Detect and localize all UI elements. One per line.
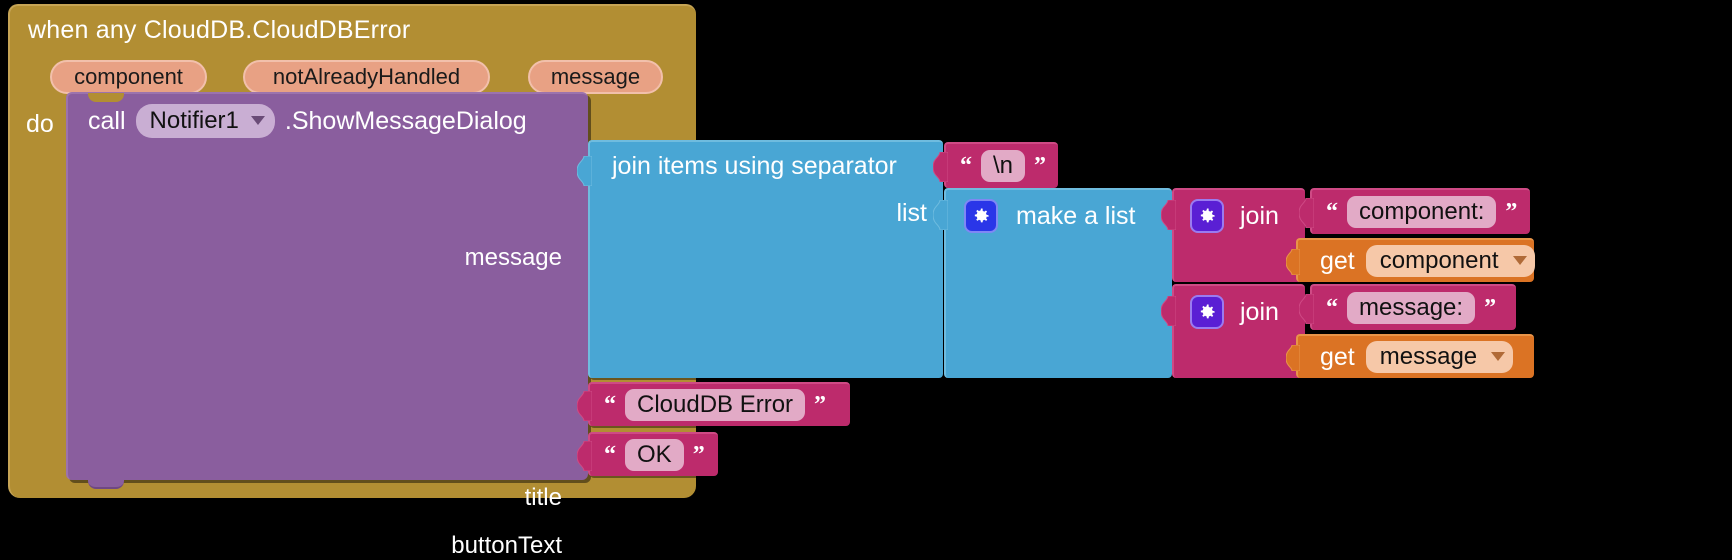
open-quote-icon: “ (1326, 295, 1338, 321)
chevron-down-icon (1512, 256, 1527, 265)
component-dropdown-value: Notifier1 (149, 106, 239, 134)
call-notifier-showmessagedialog-block[interactable]: call Notifier1 .ShowMessageDialog messag… (66, 92, 588, 559)
join-header-1: join (1190, 199, 1279, 233)
output-plug-icon (1299, 198, 1314, 228)
open-quote-icon: “ (604, 392, 616, 418)
variable-dropdown-component[interactable]: component (1365, 245, 1535, 277)
output-plug-icon (577, 441, 592, 471)
open-quote-icon: “ (1326, 199, 1338, 225)
list-socket-label: list (896, 199, 927, 227)
text-block-title[interactable]: “ CloudDB Error ” (577, 382, 850, 426)
chevron-down-icon (250, 116, 265, 125)
make-a-list-label: make a list (1016, 201, 1136, 230)
event-param-component[interactable]: component (50, 60, 207, 94)
output-plug-icon (1161, 200, 1176, 230)
event-block-title: when any CloudDB.CloudDBError (28, 16, 411, 44)
close-quote-icon: ” (814, 392, 827, 418)
text-join-block-2[interactable]: join (1161, 284, 1305, 378)
output-plug-icon (933, 152, 948, 182)
get-variable-message-block[interactable]: get message (1285, 334, 1534, 378)
close-quote-icon: ” (1034, 153, 1047, 179)
open-quote-icon: “ (960, 153, 972, 179)
event-do-label: do (26, 110, 54, 138)
join-items-using-separator-block[interactable]: join items using separator list (577, 140, 943, 378)
text-block-message-label[interactable]: “ message: ” (1299, 284, 1516, 330)
event-param-message[interactable]: message (528, 60, 663, 94)
component-text-field[interactable]: component: (1347, 195, 1497, 229)
arg-label-title: title (524, 484, 562, 511)
text-block-content: “ CloudDB Error ” (604, 384, 826, 426)
output-plug-icon (933, 200, 948, 230)
gear-icon[interactable] (964, 199, 998, 233)
get-block-content: get component (1320, 240, 1535, 282)
output-plug-icon (577, 156, 592, 186)
close-quote-icon: ” (692, 442, 705, 468)
block-bottom-notch (88, 477, 124, 489)
message-text-field[interactable]: message: (1347, 291, 1476, 325)
variable-name: component (1379, 246, 1499, 274)
event-param-notalreadyhandled[interactable]: notAlreadyHandled (243, 60, 490, 94)
arg-label-buttontext: buttonText (451, 532, 562, 559)
get-label: get (1320, 342, 1355, 371)
call-block-header: call Notifier1 .ShowMessageDialog (88, 102, 527, 140)
text-block-content: “ component: ” (1326, 190, 1517, 234)
method-name-label: .ShowMessageDialog (284, 106, 527, 135)
variable-dropdown-message[interactable]: message (1365, 341, 1514, 373)
text-block-content: “ \n ” (960, 144, 1046, 188)
close-quote-icon: ” (1484, 295, 1497, 321)
make-a-list-header: make a list (964, 199, 1135, 233)
buttontext-text-field[interactable]: OK (625, 438, 684, 472)
separator-text-block[interactable]: “ \n ” (933, 142, 1058, 188)
close-quote-icon: ” (1505, 199, 1518, 225)
text-block-content: “ message: ” (1326, 286, 1496, 330)
chevron-down-icon (1491, 352, 1506, 361)
gear-icon[interactable] (1190, 199, 1224, 233)
output-plug-icon (1285, 248, 1301, 276)
join-header-2: join (1190, 295, 1279, 329)
arg-label-message: message (464, 244, 562, 271)
join-items-label: join items using separator (612, 152, 897, 180)
variable-name: message (1379, 342, 1478, 370)
title-text-field[interactable]: CloudDB Error (625, 388, 806, 422)
output-plug-icon (1285, 344, 1301, 372)
make-a-list-block[interactable]: make a list (933, 188, 1172, 378)
text-block-content: “ OK ” (604, 434, 705, 476)
call-label: call (88, 106, 126, 135)
join-label-1: join (1240, 201, 1279, 230)
output-plug-icon (577, 391, 592, 421)
text-block-buttontext[interactable]: “ OK ” (577, 432, 718, 476)
join-label-2: join (1240, 297, 1279, 326)
separator-text-field[interactable]: \n (981, 149, 1026, 183)
gear-icon[interactable] (1190, 295, 1224, 329)
block-top-notch (88, 93, 124, 102)
text-join-block-1[interactable]: join (1161, 188, 1305, 282)
open-quote-icon: “ (604, 442, 616, 468)
get-variable-component-block[interactable]: get component (1285, 238, 1535, 282)
component-dropdown[interactable]: Notifier1 (135, 104, 275, 138)
get-label: get (1320, 246, 1355, 275)
text-block-component-label[interactable]: “ component: ” (1299, 188, 1530, 234)
output-plug-icon (1299, 294, 1314, 324)
output-plug-icon (1161, 296, 1176, 326)
get-block-content: get message (1320, 336, 1514, 378)
